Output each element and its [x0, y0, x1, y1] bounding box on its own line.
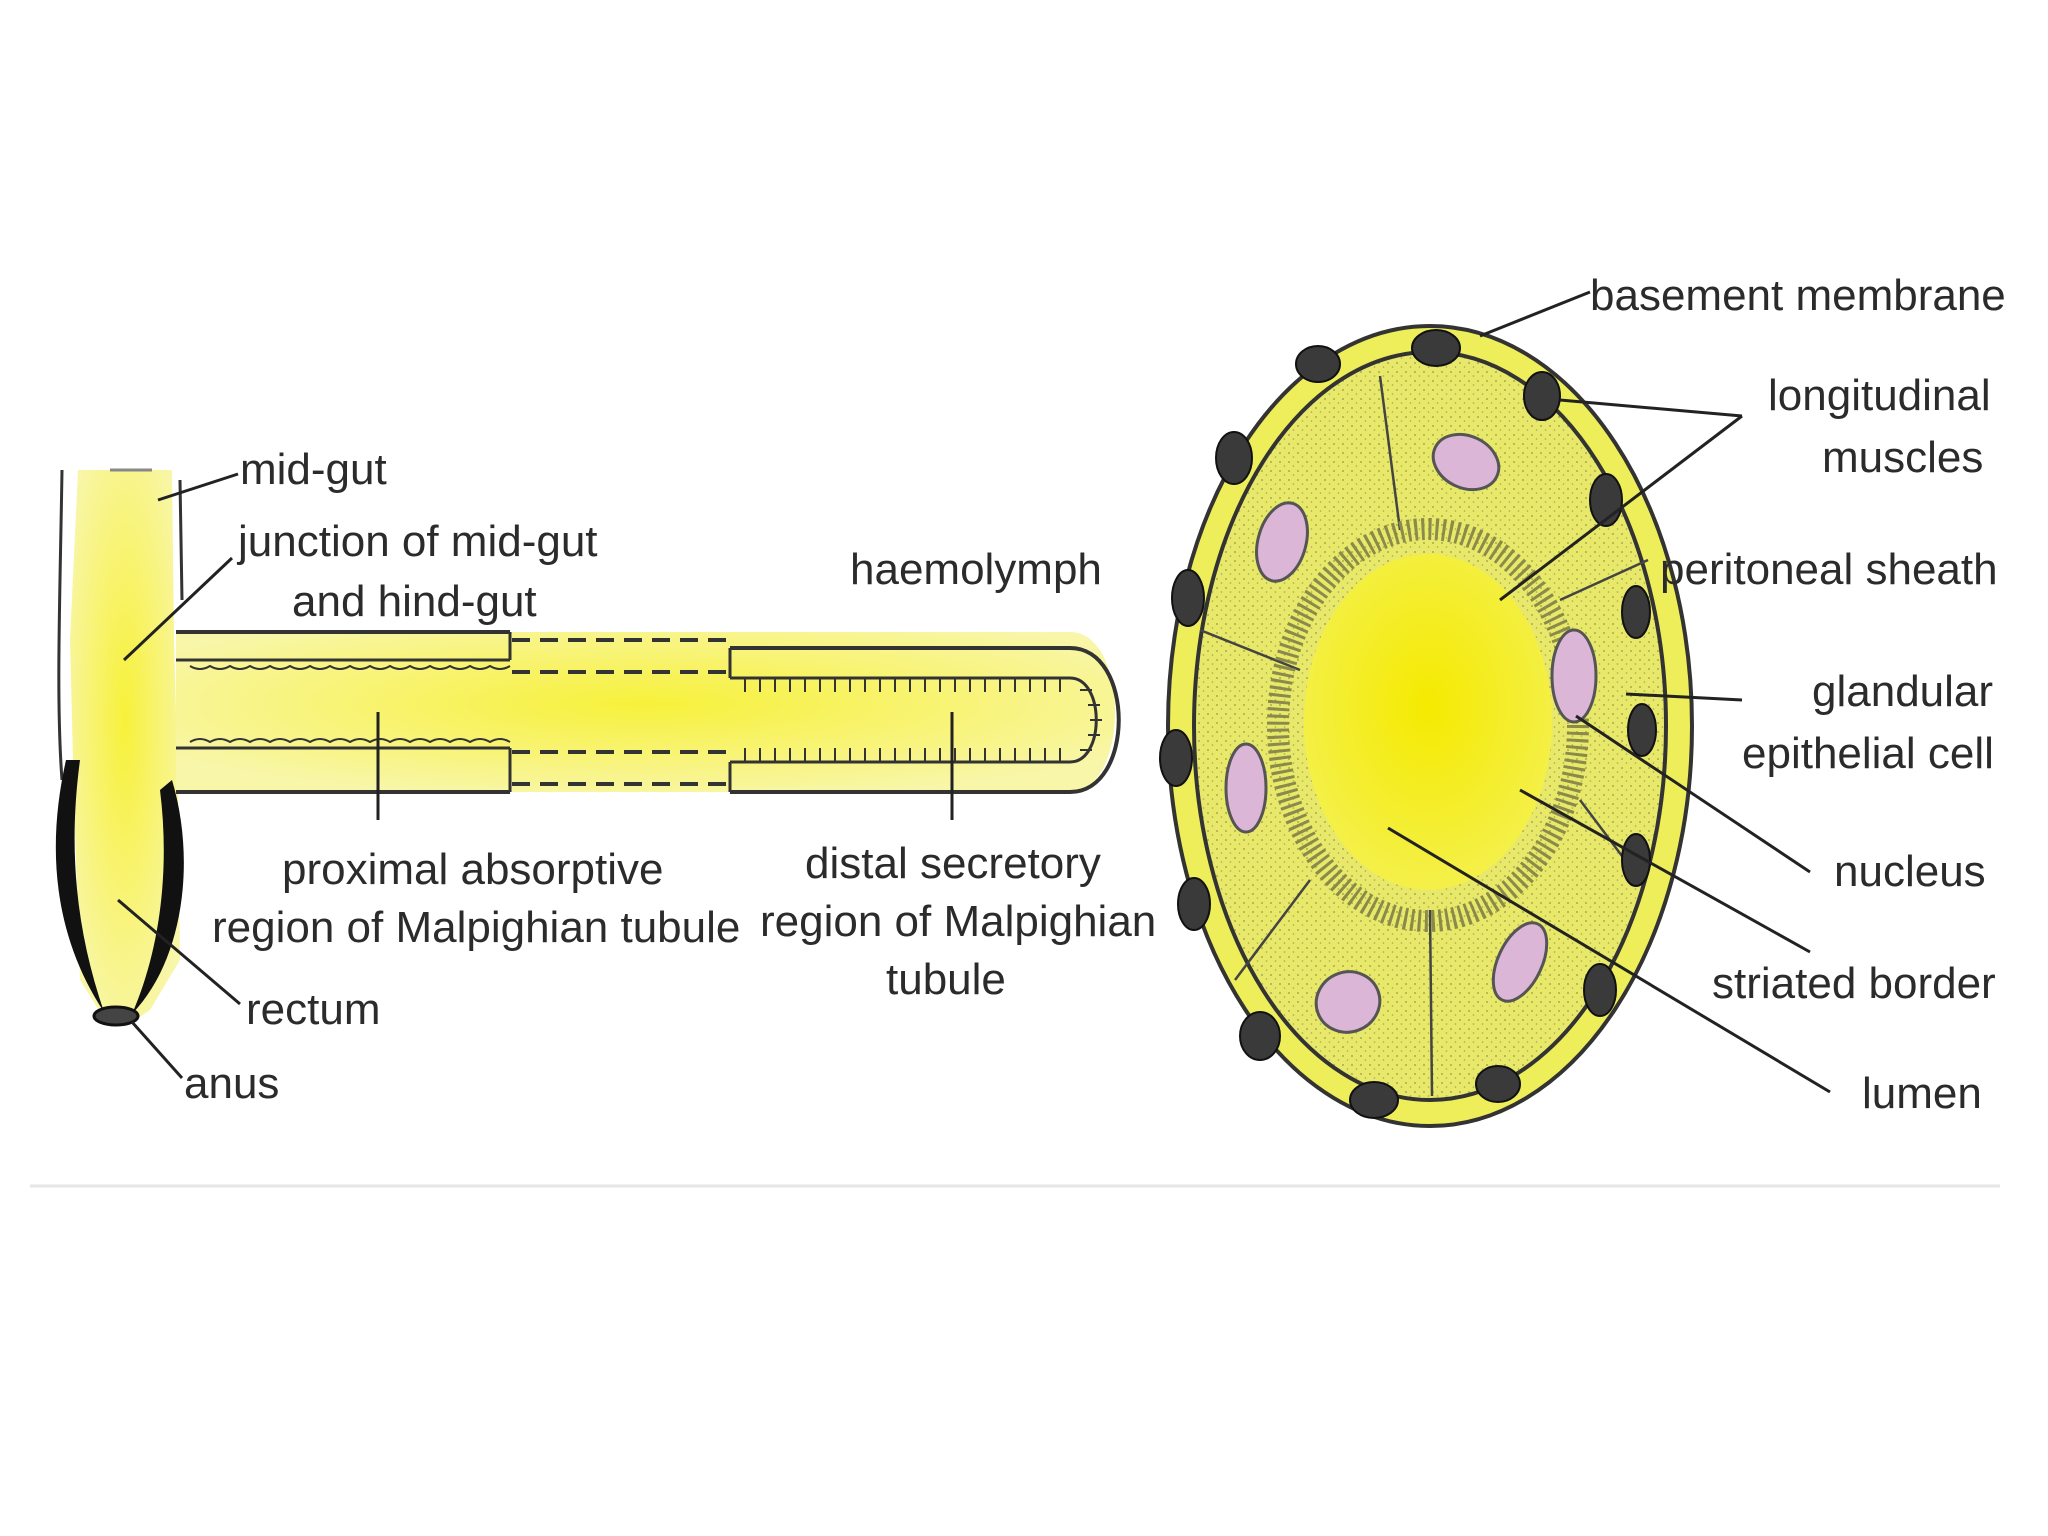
label-basement-membrane: basement membrane	[1590, 271, 2006, 320]
label-distal-line2: region of Malpighian	[760, 897, 1156, 946]
lumen	[1304, 554, 1552, 890]
label-mid-gut: mid-gut	[240, 445, 387, 494]
right-leader-lines	[1387, 290, 1831, 1094]
label-rectum: rectum	[246, 985, 380, 1034]
label-glandular-line2: epithelial cell	[1742, 729, 1994, 778]
label-junction-line1: junction of mid-gut	[236, 517, 598, 566]
label-distal-line1: distal secretory	[805, 839, 1101, 888]
hind-gut-body	[70, 470, 180, 1025]
nucleus-3	[1550, 628, 1598, 724]
striated-border	[1267, 518, 1589, 932]
gut-and-tubule-figure: mid-gut junction of mid-gut and hind-gut…	[55, 445, 1156, 1108]
label-lumen: lumen	[1862, 1069, 1982, 1118]
rectum-right-wall	[132, 780, 184, 1014]
label-longitudinal-line2: muscles	[1822, 433, 1983, 482]
anus-opening	[92, 1005, 140, 1027]
tubule-outer-wall-distal	[730, 646, 1121, 794]
proximal-wavy-lining-bottom	[189, 738, 511, 744]
nucleus-5	[1491, 921, 1549, 1003]
label-haemolymph: haemolymph	[850, 545, 1102, 594]
label-junction-line2: and hind-gut	[292, 577, 537, 626]
nuclei	[1224, 432, 1598, 1034]
label-striated-border: striated border	[1712, 959, 1996, 1008]
longitudinal-muscles	[1159, 329, 1657, 1119]
proximal-wavy-lining-top	[189, 664, 511, 670]
nucleus-1	[1431, 432, 1501, 492]
label-anus: anus	[184, 1059, 279, 1108]
tubule-dashed-section	[512, 638, 728, 786]
left-leader-lines	[117, 472, 954, 1079]
label-proximal-line2: region of Malpighian tubule	[212, 903, 740, 952]
label-proximal-line1: proximal absorptive	[282, 845, 664, 894]
gut-left-outline	[57, 469, 64, 781]
label-longitudinal-line1: longitudinal	[1768, 371, 1991, 420]
distal-striations	[744, 678, 1102, 762]
nucleus-6	[1314, 970, 1382, 1034]
nucleus-2	[1255, 501, 1309, 583]
label-nucleus: nucleus	[1834, 847, 1986, 896]
malpighian-tubule	[176, 632, 1115, 792]
nucleus-4	[1224, 742, 1268, 834]
rectum-left-wall	[55, 760, 104, 1012]
label-glandular-line1: glandular	[1812, 667, 1993, 716]
gut-right-outline	[178, 479, 184, 601]
tubule-cross-section: basement membrane longitudinal muscles p…	[1159, 271, 2006, 1128]
label-distal-line3: tubule	[886, 955, 1006, 1004]
label-peritoneal-sheath: peritoneal sheath	[1660, 545, 1998, 594]
